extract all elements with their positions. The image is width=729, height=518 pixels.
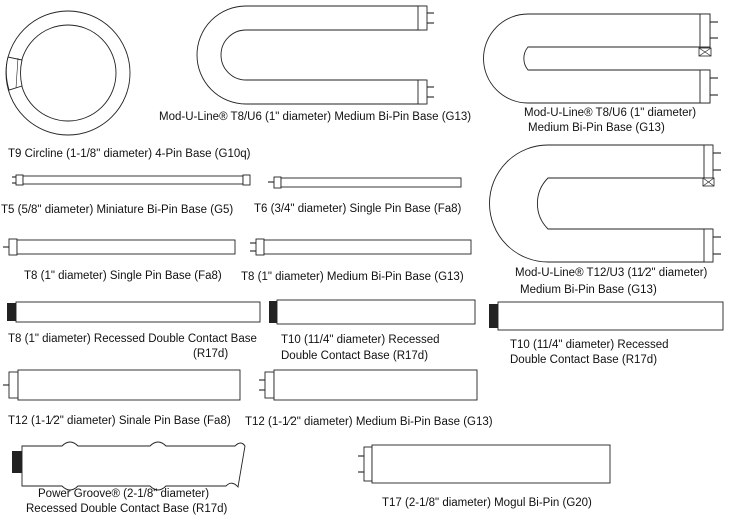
t10-recessed-dc-b-label-line2: Double Contact Base (R17d): [510, 354, 658, 366]
t10-recessed-dc-a-label-line2: Double Contact Base (R17d): [281, 350, 429, 362]
t5-lamp: [12, 174, 251, 186]
power-groove-label-line2: Recessed Double Contact Base (R17d): [26, 503, 228, 515]
t8-recessed-dc-label-line1: T8 (1" diameter) Recessed Double Contact…: [8, 333, 257, 345]
mod-u-line-t12-label-line1: Mod-U-Line® T12/U3 (11⁄2" diameter): [515, 267, 708, 279]
power-groove-label-line1: Power Groove® (2-1/8" diameter): [38, 488, 210, 500]
t10-recessed-dc-a-lamp: [269, 299, 476, 325]
t12-medium-bipin-lamp: [259, 369, 478, 401]
mod-u-line-t8-a-lamp: [196, 5, 434, 105]
t17-mogul-label: T17 (2-1/8" diameter) Mogul Bi-Pin (G20): [382, 497, 592, 509]
t12-single-pin-label: T12 (1-1⁄2" diameter) Sinale Pin Base (F…: [8, 415, 231, 427]
t8-medium-bipin-label: T8 (1" diameter) Medium Bi-Pin Base (G13…: [241, 271, 464, 283]
t8-single-pin-lamp: [3, 238, 236, 256]
t17-mogul-lamp: [358, 444, 611, 484]
mod-u-line-t8-b-label-line1: Mod-U-Line® T8/U6 (1" diameter): [524, 107, 697, 119]
t8-medium-bipin-lamp: [250, 238, 472, 256]
mod-u-line-t12-label-line2: Medium Bi-Pin Base (G13): [520, 284, 657, 296]
t6-lamp: [268, 176, 462, 189]
t12-medium-bipin-label: T12 (1-1⁄2" diameter) Medium Bi-Pin Base…: [245, 416, 493, 428]
t8-recessed-dc-label-line2: (R17d): [193, 348, 229, 360]
t8-single-pin-label: T8 (1" diameter) Single Pin Base (Fa8): [24, 270, 222, 282]
mod-u-line-t8-a-label: Mod-U-Line® T8/U6 (1" diameter) Medium B…: [159, 111, 472, 123]
t5-label: T5 (5/8" diameter) Miniature Bi-Pin Base…: [1, 204, 234, 216]
t10-recessed-dc-a-label-line1: T10 (11/4" diameter) Recessed: [281, 334, 440, 346]
t6-label: T6 (3/4" diameter) Single Pin Base (Fa8): [254, 203, 462, 215]
power-groove-lamp: [12, 441, 246, 491]
mod-u-line-t12-lamp: [489, 144, 721, 263]
t10-recessed-dc-b-lamp: [489, 301, 724, 331]
mod-u-line-t8-b-lamp: [483, 13, 718, 104]
t10-recessed-dc-b-label-line1: T10 (11/4" diameter) Recessed: [510, 339, 669, 351]
mod-u-line-t8-b-label-line2: Medium Bi-Pin Base (G13): [528, 122, 665, 134]
t9-circline-label: T9 Circline (1-1/8" diameter) 4-Pin Base…: [8, 148, 251, 160]
t8-recessed-dc-lamp: [7, 301, 261, 323]
t12-single-pin-lamp: [3, 369, 241, 401]
t9-circline-lamp: [5, 10, 131, 136]
